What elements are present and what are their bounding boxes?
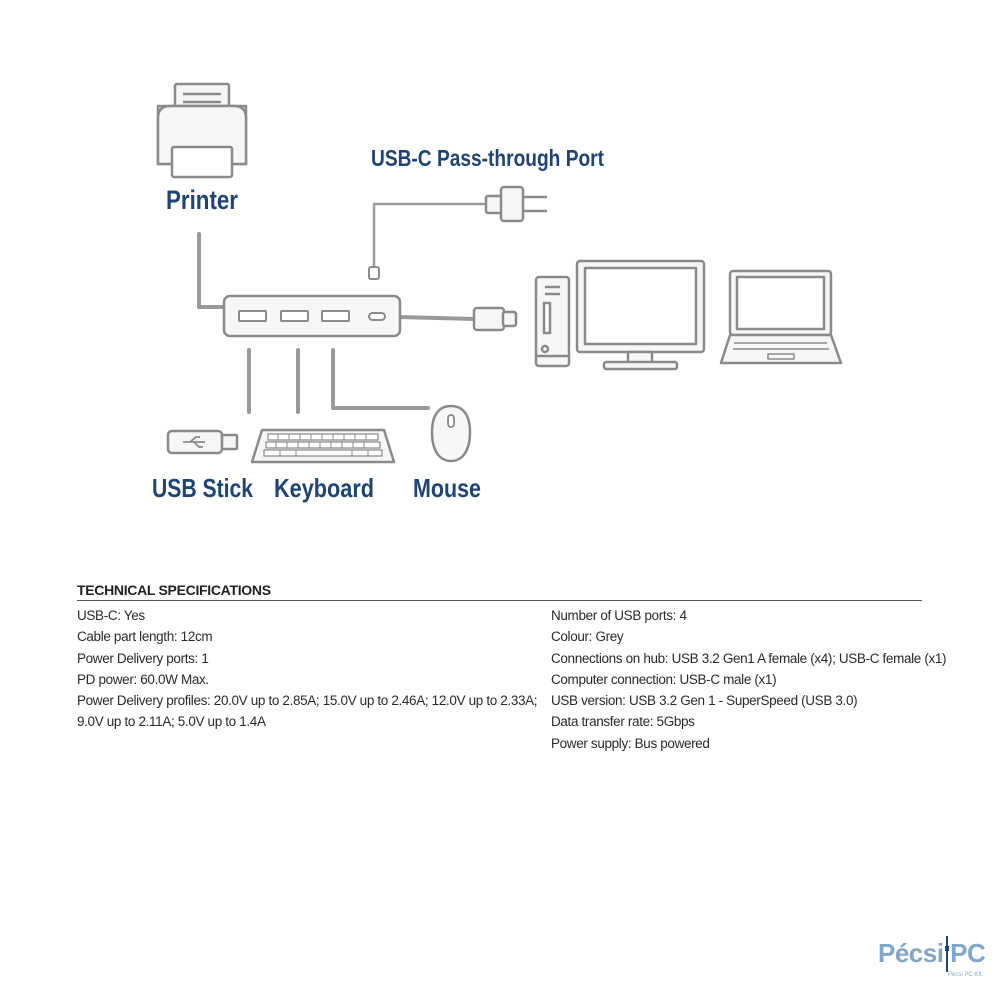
computer-cable — [397, 315, 477, 321]
passthrough-label: USB-C Pass-through Port — [371, 145, 604, 171]
spec-line: Data transfer rate: 5Gbps — [551, 714, 695, 730]
usb-c-port-icon — [368, 312, 386, 321]
logo-text: Pécsi PC — [878, 938, 986, 968]
printer-label: Printer — [166, 185, 238, 215]
spec-line: USB-C: Yes — [77, 608, 145, 623]
specs-title: TECHNICAL SPECIFICATIONS — [77, 582, 922, 601]
usbc-connector-icon — [472, 306, 518, 332]
keyboard-label: Keyboard — [274, 473, 374, 503]
spec-line: Colour: Grey — [551, 629, 624, 645]
logo-subtext: Pécsi PC Kft. — [948, 972, 984, 978]
spec-line: Cable part length: 12cm — [77, 629, 213, 645]
brand-logo: Pécsi PC Pécsi PC Kft. — [878, 936, 993, 988]
spec-line: Power Delivery ports: 1 — [77, 650, 209, 666]
spec-line: Computer connection: USB-C male (x1) — [551, 671, 777, 687]
usb-stick-label: USB Stick — [152, 473, 253, 503]
spec-line: USB version: USB 3.2 Gen 1 - SuperSpeed … — [551, 693, 858, 709]
specs-right-column: Number of USB ports: 4 Colour: Grey Conn… — [551, 605, 951, 754]
laptop-icon — [719, 269, 843, 365]
usb-a-port-icon — [280, 310, 309, 322]
connection-diagram: Printer USB-C Pass-through Port USB Stic… — [152, 82, 843, 503]
power-cable — [372, 202, 489, 270]
usb-stick-icon — [166, 429, 239, 455]
printer-icon — [156, 82, 248, 179]
mouse-label: Mouse — [413, 473, 481, 503]
tv-tower-icon — [945, 936, 949, 972]
usb-a-port-icon — [321, 310, 350, 322]
usbc-plug-icon — [368, 266, 380, 280]
keyboard-icon — [250, 428, 396, 464]
usb-hub-icon — [222, 294, 402, 338]
specs-left-column: USB-C: Yes Cable part length: 12cm Power… — [77, 605, 538, 733]
spec-line: PD power: 60.0W Max. — [77, 671, 209, 687]
spec-line: 9.0V up to 2.11A; 5.0V up to 1.4A — [77, 714, 266, 730]
spec-line: Power supply: Bus powered — [551, 735, 710, 751]
spec-line: Power Delivery profiles: 20.0V up to 2.8… — [77, 693, 538, 709]
mouse-cable — [331, 348, 430, 410]
spec-line: Connections on hub: USB 3.2 Gen1 A femal… — [551, 650, 947, 666]
printer-cable — [197, 232, 226, 309]
mouse-icon — [430, 404, 472, 463]
spec-line: Number of USB ports: 4 — [551, 608, 687, 623]
desktop-tower-icon — [534, 275, 571, 368]
power-plug-icon — [484, 185, 547, 223]
monitor-icon — [575, 259, 706, 371]
usb-a-port-icon — [238, 310, 267, 322]
